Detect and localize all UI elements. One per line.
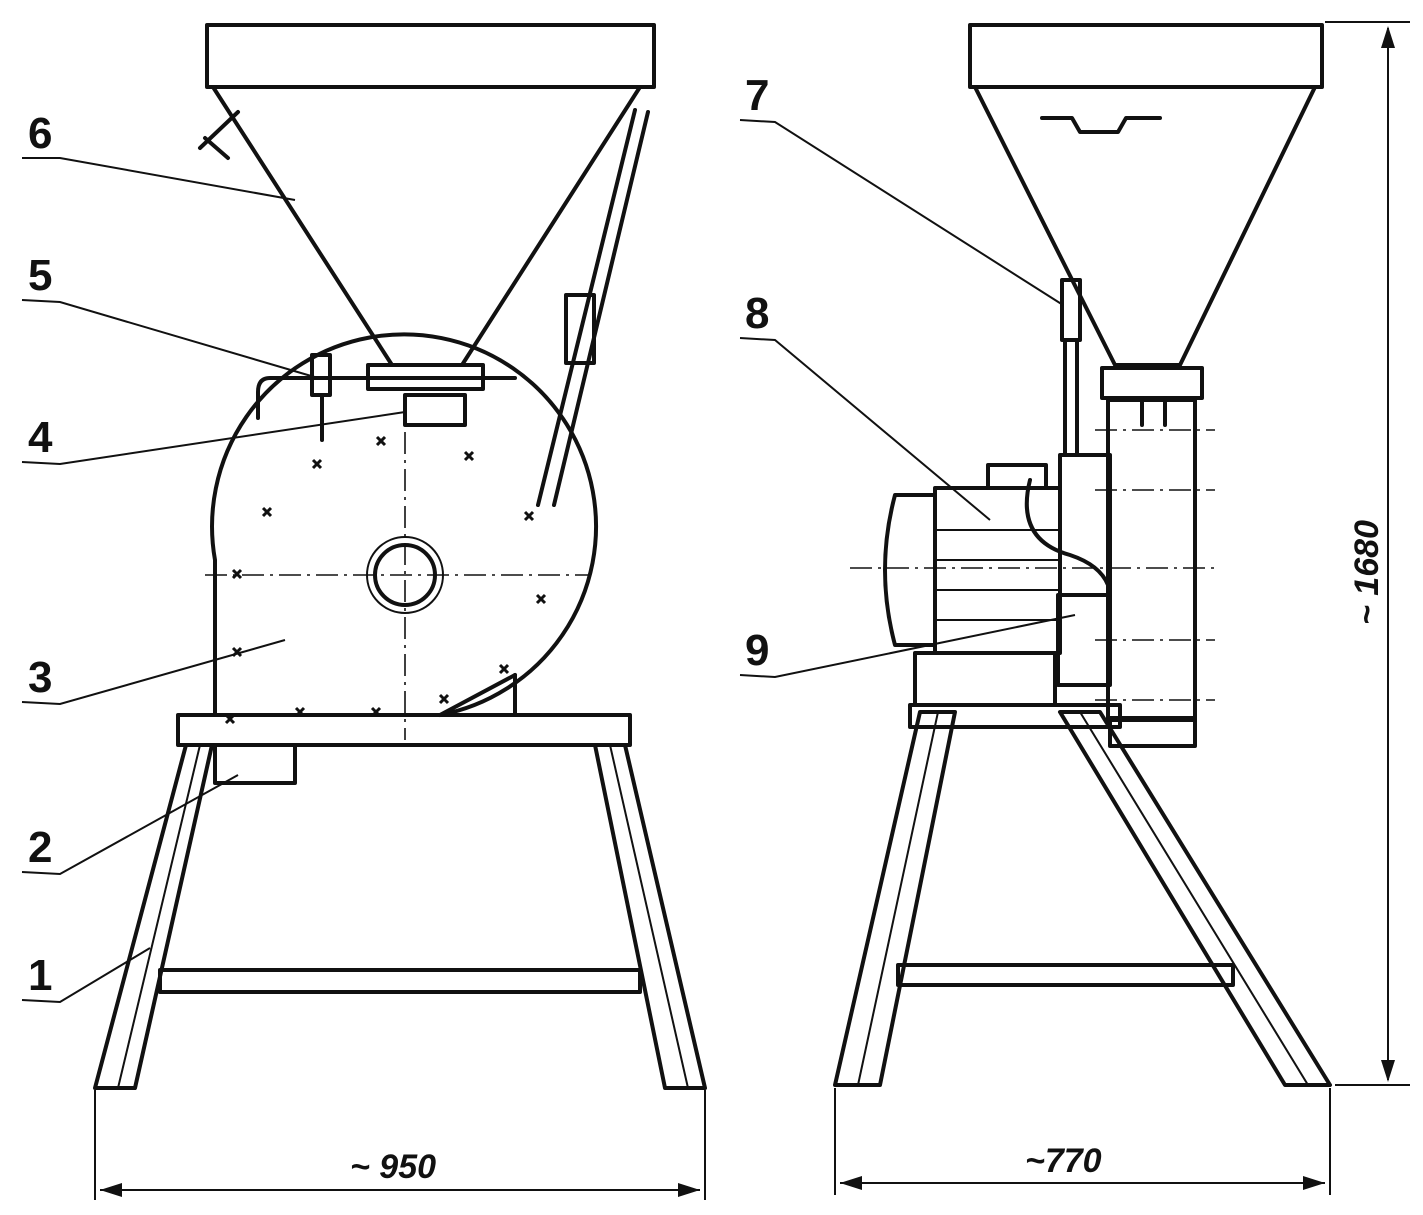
callout-1: 1 xyxy=(28,951,52,1000)
side-hopper xyxy=(968,23,1324,367)
side-stand xyxy=(833,703,1332,1087)
callout-6: 6 xyxy=(28,109,52,158)
dimension-height: ~ 1680 xyxy=(1348,520,1386,625)
front-housing xyxy=(205,332,599,740)
callout-labels: 1 2 3 4 5 6 7 8 9 xyxy=(28,71,769,1000)
callout-5: 5 xyxy=(28,251,52,300)
front-stand xyxy=(93,713,707,1090)
front-hopper xyxy=(198,23,656,507)
callout-9: 9 xyxy=(745,626,769,675)
side-motor xyxy=(850,463,1215,707)
callout-8: 8 xyxy=(745,289,769,338)
dimension-lines xyxy=(94,21,1410,1200)
side-view xyxy=(833,23,1332,1087)
dimension-width-front: ~ 950 xyxy=(350,1148,436,1186)
callout-2: 2 xyxy=(28,823,52,872)
side-lever xyxy=(1060,278,1082,457)
side-housing xyxy=(1058,366,1215,722)
callout-3: 3 xyxy=(28,653,52,702)
front-view xyxy=(93,23,707,1090)
front-outlet xyxy=(213,743,297,785)
callout-7: 7 xyxy=(745,71,769,120)
dimension-width-side: ~770 xyxy=(1025,1142,1102,1180)
callout-4: 4 xyxy=(28,413,53,462)
front-feed-regulator xyxy=(256,353,517,442)
leader-lines xyxy=(21,119,1076,1004)
